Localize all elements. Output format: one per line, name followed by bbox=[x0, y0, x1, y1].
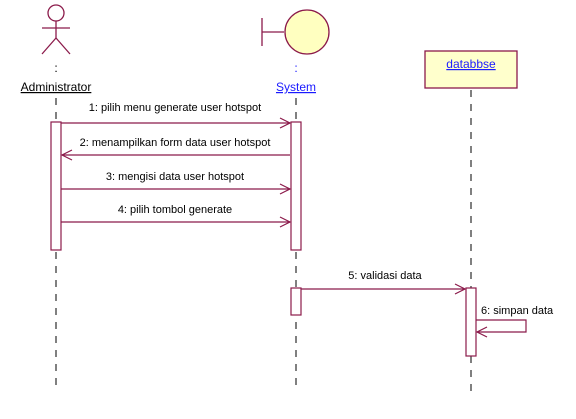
message-5: 5: validasi data bbox=[301, 270, 467, 295]
message-label-6: 6: simpan data bbox=[481, 305, 554, 317]
message-4: 4: pilih tombol generate bbox=[61, 204, 292, 228]
participant-name-admin: Administrator bbox=[21, 80, 92, 94]
message-3: 3: mengisi data user hotspot bbox=[61, 171, 292, 195]
message-label-3: 3: mengisi data user hotspot bbox=[106, 171, 244, 183]
activation-system-2 bbox=[290, 287, 302, 316]
object-box-db bbox=[424, 50, 518, 89]
message-1: 1: pilih menu generate user hotspot bbox=[61, 102, 292, 129]
activation-db bbox=[465, 287, 477, 357]
participant-prefix-admin: : bbox=[54, 61, 57, 75]
participant-name-db: databbse bbox=[446, 57, 496, 71]
activation-system-1 bbox=[290, 121, 302, 251]
actor-stick-figure-icon bbox=[41, 4, 71, 55]
participant-prefix-system: : bbox=[294, 61, 297, 75]
message-6: 6: simpan data bbox=[475, 305, 554, 338]
participant-name-system: System bbox=[276, 80, 316, 94]
message-label-1: 1: pilih menu generate user hotspot bbox=[89, 102, 261, 114]
message-2: 2: menampilkan form data user hotspot bbox=[60, 137, 290, 161]
message-label-4: 4: pilih tombol generate bbox=[118, 204, 232, 216]
activation-admin bbox=[50, 121, 62, 251]
message-label-5: 5: validasi data bbox=[348, 270, 422, 282]
boundary-object-icon bbox=[261, 9, 330, 55]
message-label-2: 2: menampilkan form data user hotspot bbox=[80, 137, 271, 149]
